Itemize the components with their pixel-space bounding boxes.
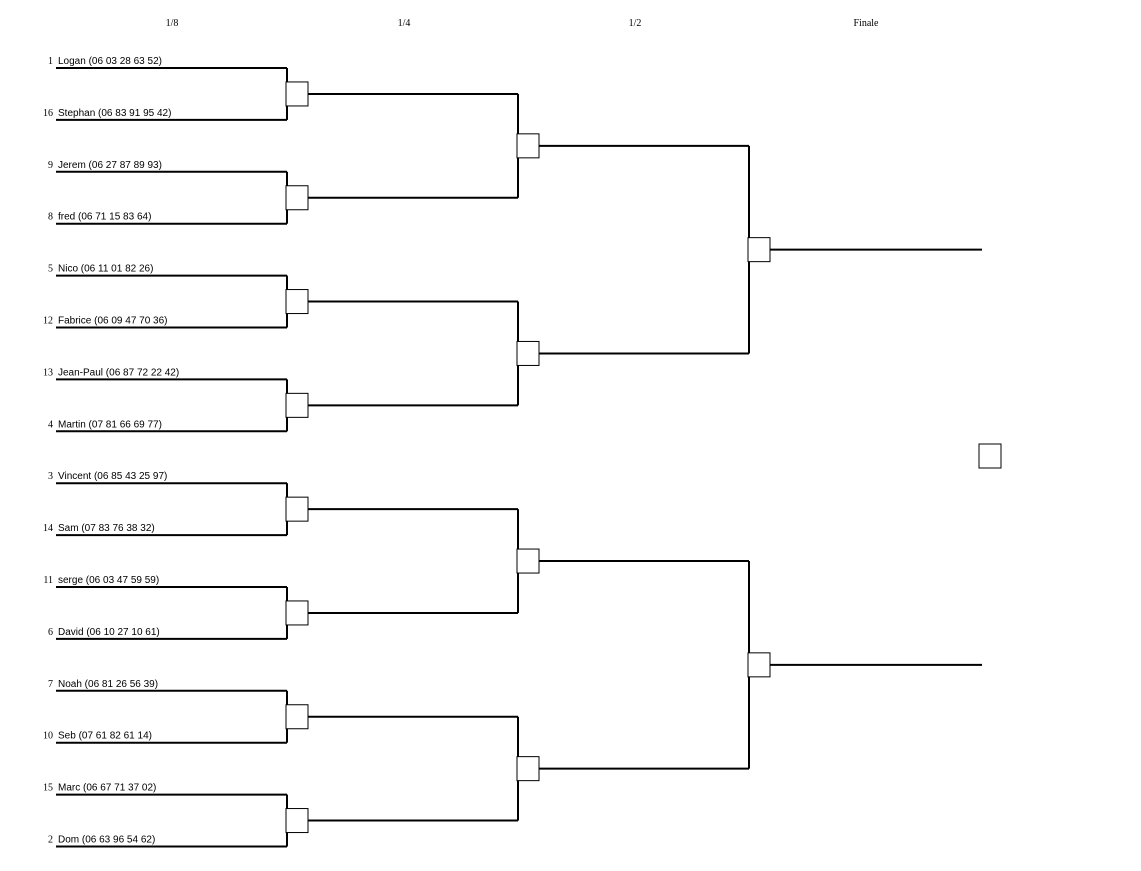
player-seed: 5 bbox=[48, 264, 53, 275]
round-labels: 1/8 1/4 1/2 Finale bbox=[166, 18, 879, 29]
player-name: Seb (07 61 82 61 14) bbox=[58, 731, 152, 742]
player-seed: 12 bbox=[43, 316, 53, 327]
player-entry: 3 Vincent (06 85 43 25 97) bbox=[48, 471, 167, 482]
player-name: Noah (06 81 26 56 39) bbox=[58, 679, 158, 690]
player-entries: 1 Logan (06 03 28 63 52) 16 Stephan (06 83 … bbox=[43, 56, 179, 846]
score-box[interactable] bbox=[285, 289, 309, 315]
player-entry: 11 serge (06 03 47 59 59) bbox=[43, 575, 159, 586]
player-name: Jean-Paul (06 87 72 22 42) bbox=[58, 367, 179, 378]
score-box[interactable] bbox=[285, 185, 309, 211]
player-name: Vincent (06 85 43 25 97) bbox=[58, 471, 167, 482]
player-entry: 10 Seb (07 61 82 61 14) bbox=[43, 731, 152, 742]
player-seed: 4 bbox=[48, 419, 53, 430]
player-seed: 7 bbox=[48, 679, 53, 690]
round-label-1-2: 1/2 bbox=[629, 18, 642, 29]
player-seed: 10 bbox=[43, 731, 53, 742]
score-box[interactable] bbox=[285, 600, 309, 626]
player-name: Fabrice (06 09 47 70 36) bbox=[58, 316, 168, 327]
player-seed: 2 bbox=[48, 835, 53, 846]
player-entry: 14 Sam (07 83 76 38 32) bbox=[43, 523, 155, 534]
player-entry: 9 Jerem (06 27 87 89 93) bbox=[48, 160, 162, 171]
player-entry: 12 Fabrice (06 09 47 70 36) bbox=[43, 316, 168, 327]
score-box[interactable] bbox=[516, 756, 540, 782]
score-box[interactable] bbox=[516, 340, 540, 366]
player-name: fred (06 71 15 83 64) bbox=[58, 212, 151, 223]
player-seed: 3 bbox=[48, 471, 53, 482]
player-seed: 8 bbox=[48, 212, 53, 223]
score-boxes bbox=[285, 81, 1002, 834]
score-box[interactable] bbox=[747, 237, 771, 263]
score-box[interactable] bbox=[285, 392, 309, 418]
champion-box[interactable] bbox=[978, 443, 1002, 469]
player-seed: 15 bbox=[43, 783, 53, 794]
score-box[interactable] bbox=[285, 81, 309, 107]
player-seed: 16 bbox=[43, 108, 53, 119]
player-entry: 5 Nico (06 11 01 82 26) bbox=[48, 264, 153, 275]
player-entry: 1 Logan (06 03 28 63 52) bbox=[48, 56, 162, 67]
player-seed: 1 bbox=[48, 56, 53, 67]
player-seed: 13 bbox=[43, 367, 53, 378]
player-name: Nico (06 11 01 82 26) bbox=[58, 264, 153, 275]
player-seed: 14 bbox=[43, 523, 53, 534]
score-box[interactable] bbox=[747, 652, 771, 678]
round-label-1-8: 1/8 bbox=[166, 18, 179, 29]
player-name: Dom (06 63 96 54 62) bbox=[58, 835, 155, 846]
player-entry: 15 Marc (06 67 71 37 02) bbox=[43, 783, 156, 794]
player-seed: 11 bbox=[43, 575, 53, 586]
player-entry: 2 Dom (06 63 96 54 62) bbox=[48, 835, 155, 846]
player-name: Sam (07 83 76 38 32) bbox=[58, 523, 155, 534]
player-seed: 9 bbox=[48, 160, 53, 171]
score-box[interactable] bbox=[285, 496, 309, 522]
player-entry: 13 Jean-Paul (06 87 72 22 42) bbox=[43, 367, 179, 378]
player-name: serge (06 03 47 59 59) bbox=[58, 575, 159, 586]
score-box[interactable] bbox=[516, 548, 540, 574]
score-box[interactable] bbox=[285, 704, 309, 730]
player-name: David (06 10 27 10 61) bbox=[58, 627, 160, 638]
player-entry: 6 David (06 10 27 10 61) bbox=[48, 627, 160, 638]
score-box[interactable] bbox=[516, 133, 540, 159]
player-entry: 7 Noah (06 81 26 56 39) bbox=[48, 679, 158, 690]
player-name: Stephan (06 83 91 95 42) bbox=[58, 108, 171, 119]
player-name: Logan (06 03 28 63 52) bbox=[58, 56, 162, 67]
score-box[interactable] bbox=[285, 808, 309, 834]
player-name: Jerem (06 27 87 89 93) bbox=[58, 160, 162, 171]
player-entry: 4 Martin (07 81 66 69 77) bbox=[48, 419, 162, 430]
player-name: Martin (07 81 66 69 77) bbox=[58, 419, 162, 430]
player-seed: 6 bbox=[48, 627, 53, 638]
player-name: Marc (06 67 71 37 02) bbox=[58, 783, 156, 794]
player-entry: 16 Stephan (06 83 91 95 42) bbox=[43, 108, 171, 119]
player-entry: 8 fred (06 71 15 83 64) bbox=[48, 212, 151, 223]
round-label-finale: Finale bbox=[854, 18, 880, 29]
bracket-lines bbox=[56, 67, 982, 848]
round-label-1-4: 1/4 bbox=[398, 18, 411, 29]
